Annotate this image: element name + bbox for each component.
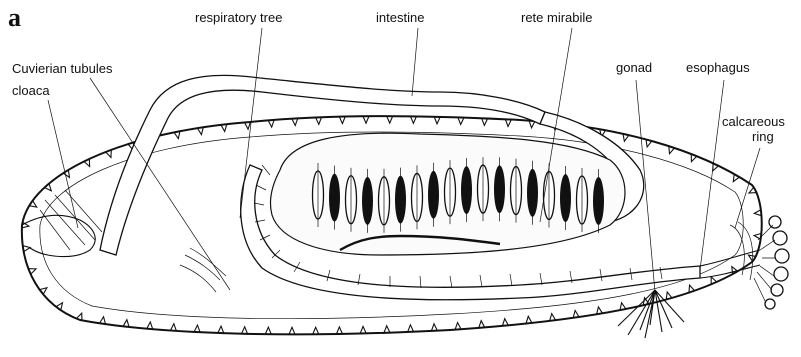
label-gonad: gonad xyxy=(616,60,652,75)
label-esophagus: esophagus xyxy=(686,60,750,75)
label-rete-mirabile: rete mirabile xyxy=(521,10,593,25)
label-cloaca: cloaca xyxy=(12,83,50,98)
panel-letter: a xyxy=(8,3,21,32)
label-ring: ring xyxy=(752,129,774,144)
label-calcareous: calcareous xyxy=(722,114,785,129)
label-respiratory-tree: respiratory tree xyxy=(195,10,282,25)
label-intestine: intestine xyxy=(376,10,424,25)
label-cuvierian-tubules: Cuvierian tubules xyxy=(12,61,113,76)
